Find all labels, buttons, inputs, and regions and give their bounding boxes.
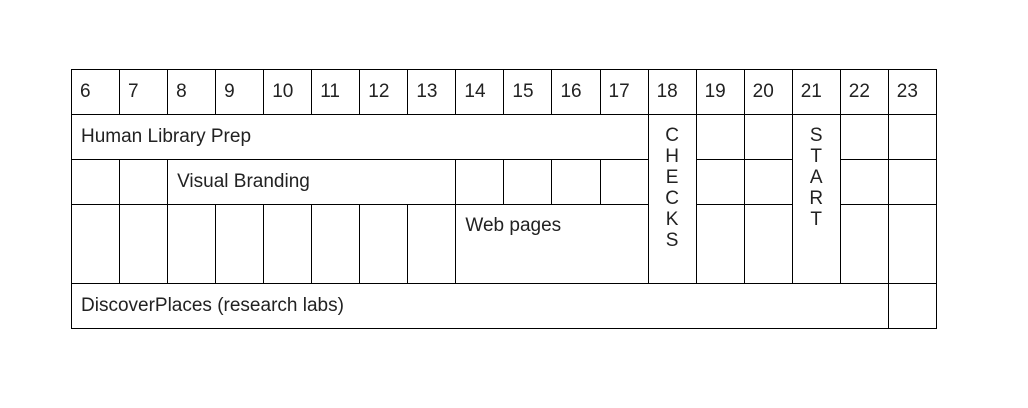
empty-cell [887, 283, 938, 329]
empty-cell [887, 114, 938, 160]
empty-cell [839, 159, 889, 205]
hour-cell: 16 [551, 69, 601, 115]
empty-cell [599, 159, 649, 205]
empty-cell [743, 159, 793, 205]
start-letter: T [810, 209, 823, 230]
empty-cell [695, 114, 745, 160]
checks-letter: S [665, 230, 679, 251]
empty-cell [551, 159, 601, 205]
empty-cell [167, 204, 217, 284]
start-letter: R [809, 188, 824, 209]
empty-cell [263, 204, 313, 284]
empty-cell [70, 159, 121, 205]
checks-letter: C [665, 125, 679, 146]
empty-cell [70, 204, 121, 284]
task-visual-branding: Visual Branding [167, 159, 457, 205]
checks-letter: C [665, 188, 679, 209]
empty-cell [887, 204, 938, 284]
schedule-row: Web pages [70, 204, 938, 284]
schedule-row: Human Library Prep C H E C K S S T A R T [71, 114, 938, 284]
empty-cell [215, 204, 265, 284]
hour-cell: 21 [791, 69, 841, 115]
hour-cell: 14 [455, 69, 505, 115]
start-letter: A [809, 167, 823, 188]
checks-block: C H E C K S [647, 114, 697, 284]
hour-cell: 9 [215, 69, 265, 115]
hour-cell: 11 [311, 69, 361, 115]
empty-cell [887, 159, 938, 205]
hour-cell: 19 [695, 69, 745, 115]
empty-cell [503, 159, 553, 205]
hour-cell: 22 [839, 69, 889, 115]
schedule-grid: 6 7 8 9 10 11 12 13 14 15 16 17 18 19 20… [70, 69, 938, 329]
empty-cell [839, 114, 889, 160]
hour-cell: 17 [599, 69, 649, 115]
hour-cell: 7 [119, 69, 169, 115]
hour-cell: 18 [647, 69, 697, 115]
schedule-row: Visual Branding [70, 159, 938, 205]
empty-cell [695, 204, 745, 284]
hour-cell: 8 [167, 69, 217, 115]
hour-cell: 23 [887, 69, 938, 115]
empty-cell [695, 159, 745, 205]
hour-header-row: 6 7 8 9 10 11 12 13 14 15 16 17 18 19 20… [70, 69, 938, 115]
empty-cell [407, 204, 457, 284]
hour-cell: 10 [263, 69, 313, 115]
start-letter: T [810, 146, 823, 167]
empty-cell [743, 114, 793, 160]
hour-cell: 20 [743, 69, 793, 115]
empty-cell [119, 204, 169, 284]
checks-letter: K [665, 209, 679, 230]
empty-cell [839, 204, 889, 284]
hour-cell: 15 [503, 69, 553, 115]
hour-cell: 12 [359, 69, 409, 115]
task-discover-places: DiscoverPlaces (research labs) [71, 283, 889, 329]
checks-letter: E [665, 167, 679, 188]
checks-letter: H [665, 146, 679, 167]
empty-cell [119, 159, 169, 205]
empty-cell [359, 204, 409, 284]
start-letter: S [809, 125, 823, 146]
task-human-library-prep: Human Library Prep [71, 114, 649, 160]
start-block: S T A R T [791, 114, 841, 284]
empty-cell [455, 159, 505, 205]
task-web-pages: Web pages [455, 204, 649, 284]
hour-cell: 13 [407, 69, 457, 115]
schedule-row: DiscoverPlaces (research labs) [71, 283, 938, 329]
empty-cell [311, 204, 361, 284]
hour-cell: 6 [70, 69, 121, 115]
empty-cell [743, 204, 793, 284]
